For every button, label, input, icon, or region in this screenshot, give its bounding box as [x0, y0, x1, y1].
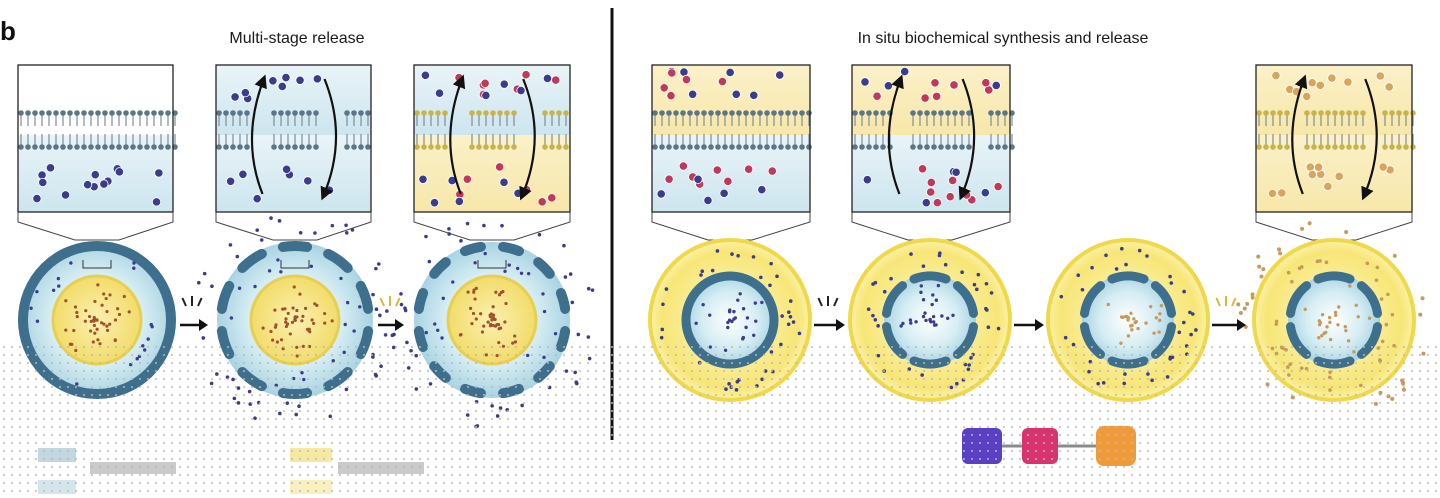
stimulus-icon — [181, 296, 203, 307]
legend-orange-square — [1096, 426, 1136, 466]
left-section-title: Multi-stage release — [229, 30, 364, 47]
magnified-views — [17, 64, 1416, 241]
right-section-title: In situ biochemical synthesis and releas… — [858, 30, 1149, 47]
legend-swatch-membrane — [38, 448, 76, 462]
stimulus-icon — [379, 296, 401, 307]
stimulus-icon — [1215, 296, 1237, 307]
magnified-box — [413, 64, 571, 241]
stimulus-icon — [817, 296, 839, 307]
magnified-box — [851, 64, 1015, 241]
legend-swatch-yellow-light — [290, 480, 332, 494]
magnified-box — [17, 64, 178, 241]
legend-swatch-yellow — [290, 448, 332, 462]
panel-label: b — [0, 16, 16, 46]
process-arrows — [180, 296, 1246, 331]
legend-swatch-aqueous — [38, 480, 76, 494]
magnified-box — [215, 64, 372, 241]
legend-text-block — [338, 462, 424, 474]
legend-purple-square — [962, 428, 1002, 464]
legend-pink-square — [1022, 428, 1058, 464]
legend-text-block — [90, 462, 176, 474]
magnified-box — [1255, 64, 1416, 241]
magnified-box — [651, 64, 812, 241]
legend — [38, 426, 1136, 494]
vesicle-stages — [18, 216, 1426, 429]
